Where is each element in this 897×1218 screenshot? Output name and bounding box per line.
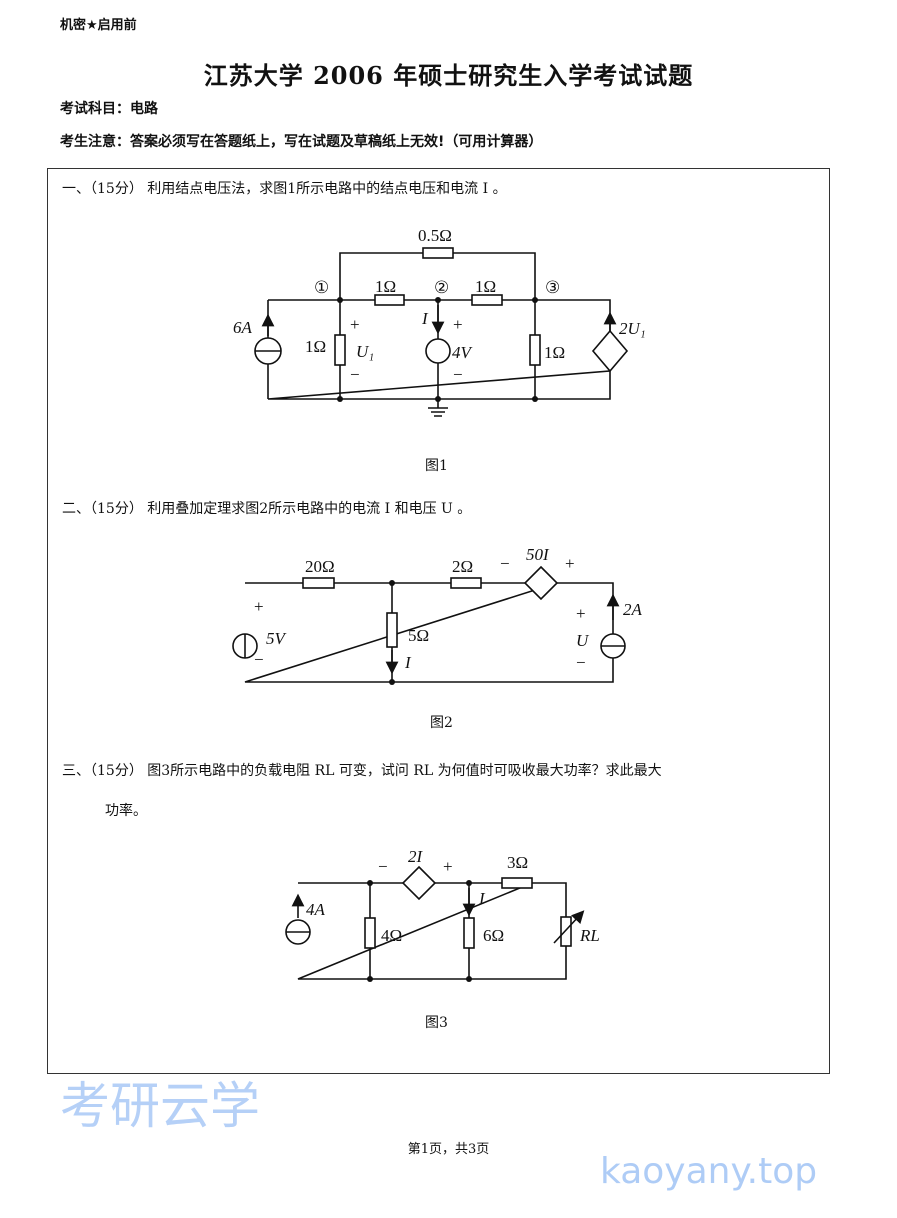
label: 2I [408,847,424,866]
ground-icon [428,399,448,417]
label: I [421,309,429,328]
variable-resistor-rl [560,916,572,947]
label: + [443,857,453,876]
label: U [576,631,590,650]
label: 50I [526,545,550,564]
label: 6Ω [483,926,504,945]
figure-2-caption: 图2 [430,715,453,731]
resistor-5ohm [386,612,398,648]
resistor-4ohm [364,917,376,949]
resistor-0.5ohm [422,247,454,259]
exam-subject: 考试科目：电路 [60,101,158,117]
resistor-1ohm-node1 [334,334,346,366]
question-3-text-cont: 功率。 [105,803,147,819]
confidential-label: 机密★启用前 [60,18,137,33]
label: 0.5Ω [418,226,452,245]
label: + [453,315,463,334]
label: 20Ω [305,557,335,576]
label: 4Ω [381,926,402,945]
label: + [576,604,586,623]
label: 1Ω [375,277,396,296]
resistor-1ohm-node3 [529,334,541,366]
label: − [378,857,388,876]
page-title: 江苏大学 2006 年硕士研究生入学考试试题 [203,61,694,90]
label: 6A [233,318,253,337]
resistor-3ohm [501,877,533,889]
resistor-20ohm [302,577,335,589]
watermark-url: kaoyany.top [600,1151,818,1192]
label: + [350,315,360,334]
label: 2Ω [452,557,473,576]
page-number: 第1页，共3页 [407,1142,490,1157]
label: U₁ [356,342,374,361]
watermark-text: 考研云学 [60,1077,260,1135]
dependent-voltage-source [523,565,559,601]
exam-notice: 考生注意：答案必须写在答题纸上，写在试题及草稿纸上无效!（可用计算器） [60,134,543,150]
figure-1-caption: 图1 [425,458,448,474]
node-3-label: ③ [545,278,560,297]
figure-1-circuit [254,247,629,417]
label: + [254,597,264,616]
label: − [500,554,510,573]
label: I [478,889,486,908]
figure-3-circuit [285,865,585,982]
label: − [350,365,360,384]
resistor-6ohm [463,917,475,949]
label: − [576,653,586,672]
figure-3-caption: 图3 [425,1015,448,1031]
question-3-text: 三、（15分） 图3所示电路中的负载电阻 RL 可变，试问 RL 为何值时可吸收… [62,763,662,779]
label: 5V [266,629,288,648]
label: + [565,554,575,573]
label: I [404,653,412,672]
label: 2A [623,600,643,619]
label: 2U₁ [619,319,646,338]
question-frame [47,168,830,1074]
label: − [453,365,463,384]
label: 3Ω [507,853,528,872]
label: 4A [306,900,326,919]
label: 1Ω [305,337,326,356]
label: 5Ω [408,626,429,645]
label: RL [579,926,600,945]
node-1-label: ① [314,278,329,297]
resistor-1ohm-12 [374,294,405,306]
figure-2-circuit [232,565,626,685]
label: 1Ω [544,343,565,362]
label: 1Ω [475,277,496,296]
resistor-1ohm-23 [471,294,503,306]
node-2-label: ② [434,278,449,297]
question-2-text: 二、（15分） 利用叠加定理求图2所示电路中的电流 I 和电压 U 。 [62,501,472,517]
voltage-source-4v [425,338,451,364]
question-1-text: 一、（15分） 利用结点电压法，求图1所示电路中的结点电压和电流 I 。 [62,181,507,197]
label: − [254,650,264,669]
dependent-voltage-source [401,865,437,901]
dependent-current-source [591,329,629,373]
label: 4V [452,343,474,362]
resistor-2ohm [450,577,482,589]
